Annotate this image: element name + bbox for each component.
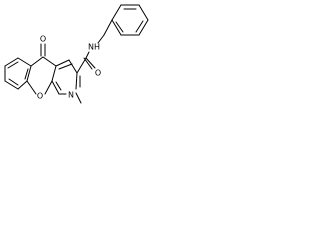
chemical-structure: O O NH O N [4,4,149,104]
pyridine-ring [51,59,81,95]
benzyl-phenyl-ring [111,4,149,36]
pyranone-ring [26,56,57,95]
ketone-oxygen-label: O [40,35,46,44]
ring-oxygen-label: O [37,92,43,101]
amide-nh-label: NH [88,43,100,52]
ketone-double-bond [40,43,46,57]
benzo-ring [4,57,32,90]
pyridine-nitrogen-label: N [68,91,74,100]
atom-labels: O O NH O N [37,35,101,101]
amide-linker [76,19,113,74]
methyl-group [75,92,82,104]
amide-oxygen-label: O [95,69,101,78]
